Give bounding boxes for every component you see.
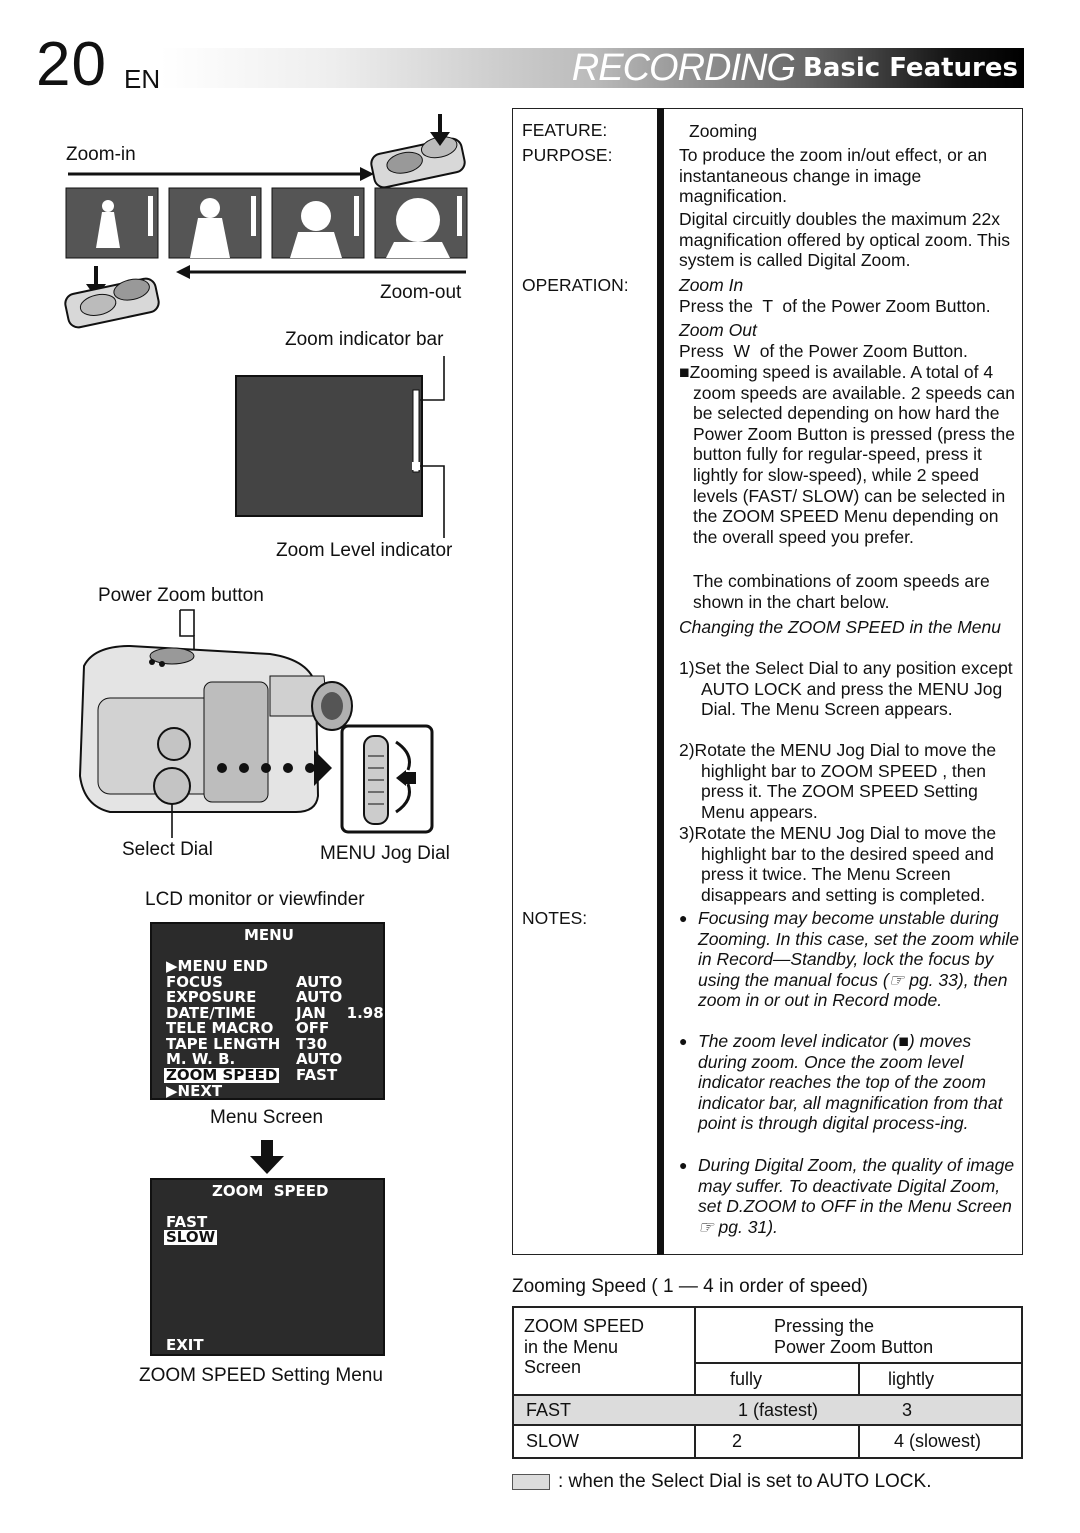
legend-swatch <box>512 1474 550 1490</box>
menu-row-value: AUTO <box>296 973 343 991</box>
speed-table-head-right: Pressing the Power Zoom Button <box>774 1316 934 1357</box>
power-zoom-button-label: Power Zoom button <box>98 585 264 606</box>
lcd-monitor-label: LCD monitor or viewfinder <box>145 889 365 910</box>
row-fast-lightly: 3 <box>902 1400 913 1420</box>
zoom-out-text: Press W of the Power Zoom Button. <box>679 341 968 361</box>
zoom-level-indicator-label: Zoom Level indicator <box>276 540 453 561</box>
zoom-in-label: Zoom-in <box>66 144 136 165</box>
zoom-speed-paragraph: ■Zooming speed is available. A total of … <box>679 362 1016 547</box>
fast-row-shade <box>514 1396 1021 1424</box>
note-bullet-icon: ● <box>679 1157 688 1173</box>
menu-row-label: TELE MACRO <box>166 1019 274 1037</box>
row-fast-name: FAST <box>526 1400 572 1420</box>
purpose-text-1: To produce the zoom in/out effect, or an… <box>679 145 988 207</box>
step-3: 3)Rotate the MENU Jog Dial to move the h… <box>679 823 997 905</box>
speed-table: ZOOM SPEED in the Menu Screen Pressing t… <box>512 1306 1023 1459</box>
purpose-text-2: Digital circuitly doubles the maximum 22… <box>679 209 1011 271</box>
menu-row-value: OFF <box>296 1019 330 1037</box>
changing-zoom-speed-heading: Changing the ZOOM SPEED in the Menu <box>679 617 1001 637</box>
zoom-speed-screen: ZOOM SPEED FAST SLOW EXIT <box>150 1178 385 1356</box>
page-number: 20 <box>36 30 107 99</box>
zoom-speed-menu-caption: ZOOM SPEED Setting Menu <box>139 1365 383 1386</box>
menu-screen: MENU ▶MENU END FOCUS AUTO EXPOSURE AUTO … <box>150 922 385 1100</box>
zoom-in-text: Press the T of the Power Zoom Button. <box>679 296 991 316</box>
menu-row-value: JAN 1.98 <box>296 1004 384 1022</box>
row-slow-lightly: 4 (slowest) <box>894 1431 982 1451</box>
note-bullet-icon: ● <box>679 1033 688 1049</box>
menu-screen-caption: Menu Screen <box>210 1107 324 1128</box>
feature-value: Zooming <box>689 121 758 141</box>
step-1: 1)Set the Select Dial to any position ex… <box>679 658 1013 720</box>
row-slow-name: SLOW <box>526 1431 580 1451</box>
note-3: During Digital Zoom, the quality of imag… <box>698 1155 1015 1237</box>
section-title-sub: Basic Features <box>803 53 1018 83</box>
zoom-out-heading: Zoom Out <box>679 320 757 340</box>
menu-row-value: FAST <box>296 1066 338 1084</box>
zoom-speed-chart-note: The combinations of zoom speeds are show… <box>693 571 990 612</box>
camcorder-illustration <box>78 609 434 838</box>
operation-key: OPERATION: <box>522 275 629 295</box>
menu-row-value: T30 <box>296 1035 328 1053</box>
speed-table-caption: Zooming Speed ( 1 — 4 in order of speed) <box>512 1276 868 1297</box>
zoom-frames <box>65 187 468 259</box>
col-lightly: lightly <box>888 1369 935 1389</box>
zoom-speed-exit: EXIT <box>166 1336 204 1354</box>
feature-key: FEATURE: <box>522 120 608 140</box>
zoom-indicator-diagram <box>235 356 445 538</box>
menu-row-label: DATE∕TIME <box>166 1004 256 1022</box>
down-arrow-icon <box>250 1140 284 1174</box>
note-2: The zoom level indicator (■) moves durin… <box>698 1031 1003 1134</box>
menu-row-label: M. W. B. <box>166 1050 236 1068</box>
menu-row-label: FOCUS <box>166 973 223 991</box>
menu-row-label: ▶NEXT <box>166 1082 223 1100</box>
select-dial-label: Select Dial <box>122 839 213 860</box>
zoom-speed-screen-title: ZOOM SPEED <box>212 1182 329 1200</box>
menu-row-label: EXPOSURE <box>166 988 257 1006</box>
menu-row-value: AUTO <box>296 988 343 1006</box>
menu-row-value: AUTO <box>296 1050 343 1068</box>
zoom-button-tele-icon <box>370 136 466 189</box>
zoom-in-heading: Zoom In <box>679 275 744 295</box>
zoom-speed-option-selected: SLOW <box>164 1228 218 1246</box>
header-band <box>160 48 1024 88</box>
note-bullet-icon: ● <box>679 910 688 926</box>
row-slow-fully: 2 <box>732 1431 743 1451</box>
section-title-main: RECORDING <box>571 46 796 89</box>
menu-screen-title: MENU <box>244 926 294 944</box>
zoom-indicator-bar-label: Zoom indicator bar <box>285 329 444 350</box>
zoom-button-wide-icon <box>64 277 160 329</box>
row-fast-fully: 1 (fastest) <box>738 1400 819 1420</box>
zoom-illustration <box>64 114 468 329</box>
menu-row-label: TAPE LENGTH <box>166 1035 281 1053</box>
purpose-key: PURPOSE: <box>522 145 613 165</box>
zoom-speed-option: FAST <box>166 1213 208 1231</box>
feature-table-divider <box>657 108 664 1255</box>
page-language: EN <box>124 64 161 94</box>
menu-row-highlighted: ZOOM SPEED <box>164 1066 280 1084</box>
speed-table-head-left: ZOOM SPEED in the Menu Screen <box>524 1316 645 1378</box>
step-2: 2)Rotate the MENU Jog Dial to move the h… <box>679 740 997 822</box>
menu-jog-dial-label: MENU Jog Dial <box>320 843 450 864</box>
menu-row-label: ▶MENU END <box>166 957 268 975</box>
feature-table <box>512 108 1023 1255</box>
zoom-out-label: Zoom-out <box>380 282 462 303</box>
legend-text: : when the Select Dial is set to AUTO LO… <box>558 1471 932 1492</box>
section-title: RECORDING Basic Features <box>571 46 1018 89</box>
notes-key: NOTES: <box>522 908 588 928</box>
col-fully: fully <box>730 1369 763 1389</box>
note-1: Focusing may become unstable during Zoom… <box>698 908 1019 1011</box>
